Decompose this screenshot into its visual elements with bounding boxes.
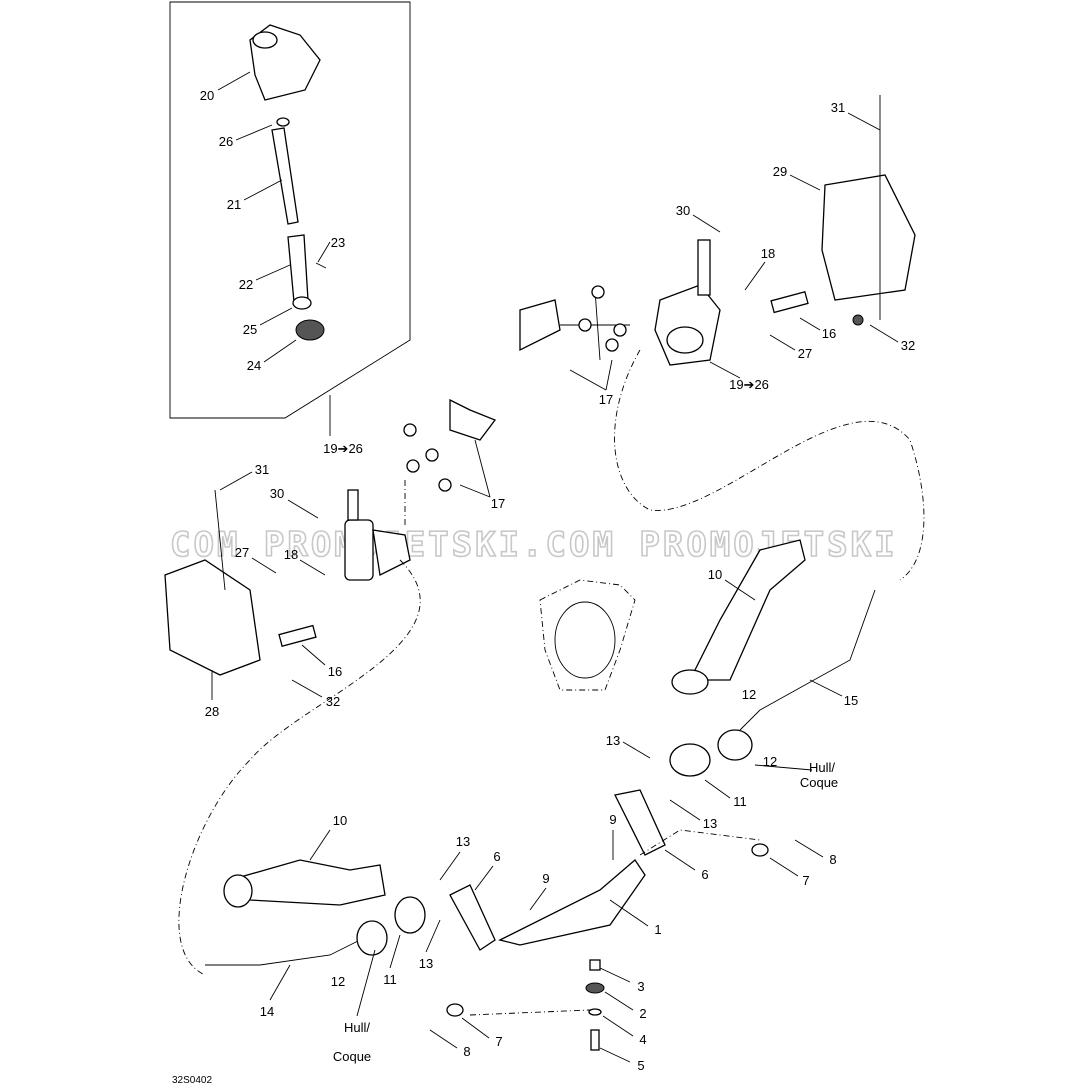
part-label: 32	[326, 694, 340, 709]
pump-housing-outline	[539, 579, 636, 691]
part-label: 5	[637, 1058, 644, 1073]
part-label: 12	[742, 687, 756, 702]
part-label: 10	[333, 813, 347, 828]
part-label: 32	[901, 338, 915, 353]
part-label: 13	[703, 816, 717, 831]
part-label: Hull/	[809, 760, 835, 775]
part-label: 13	[419, 956, 433, 971]
part-label: 7	[495, 1034, 502, 1049]
part-label: 30	[270, 486, 284, 501]
part-label: 19➔26	[729, 377, 769, 392]
part-label: 2	[639, 1006, 646, 1021]
part-label: Hull/	[344, 1020, 370, 1035]
part-label: 8	[463, 1044, 470, 1059]
part-label: Coque	[800, 775, 838, 790]
part-label: 18	[761, 246, 775, 261]
part-label: 11	[733, 794, 747, 809]
part-labels: 202621232225243129301816322719➔261719➔26…	[200, 88, 915, 1073]
part-label: 23	[331, 235, 345, 250]
part-label: 26	[219, 134, 233, 149]
part-label: 15	[844, 693, 858, 708]
part-label: 17	[599, 392, 613, 407]
part-label: 31	[831, 100, 845, 115]
part-label: 21	[227, 197, 241, 212]
part-label: 3	[637, 979, 644, 994]
part-label: 19➔26	[323, 441, 363, 456]
part-label: 9	[609, 812, 616, 827]
steering-column-parts	[249, 24, 327, 341]
part-label: 6	[493, 849, 500, 864]
part-label: 9	[542, 871, 549, 886]
part-label: 25	[243, 322, 257, 337]
part-label: 24	[247, 358, 261, 373]
part-label: 6	[701, 867, 708, 882]
part-label: 17	[491, 496, 505, 511]
part-label: 13	[456, 834, 470, 849]
part-label: Coque	[333, 1049, 371, 1064]
right-steering-assembly	[519, 95, 916, 366]
part-label: 8	[829, 852, 836, 867]
part-label: 29	[773, 164, 787, 179]
part-label: 10	[708, 567, 722, 582]
part-label: 11	[383, 972, 397, 987]
part-label: 12	[763, 754, 777, 769]
part-label: 13	[606, 733, 620, 748]
part-label: 30	[676, 203, 690, 218]
inset-frame	[169, 1, 411, 419]
part-label: 7	[802, 873, 809, 888]
part-label: 1	[654, 922, 661, 937]
part-label: 20	[200, 88, 214, 103]
part-label: 22	[239, 277, 253, 292]
part-label: 12	[331, 974, 345, 989]
exhaust-tubes	[205, 539, 876, 966]
left-steering-assembly	[164, 398, 497, 676]
steering-linkage	[356, 729, 769, 1051]
part-label: 16	[822, 326, 836, 341]
part-label: 4	[639, 1032, 646, 1047]
reference-code: 32S0402	[172, 1075, 212, 1086]
leader-lines	[211, 71, 899, 1063]
part-label: 31	[255, 462, 269, 477]
part-label: 27	[235, 545, 249, 560]
part-label: 28	[205, 704, 219, 719]
part-label: 27	[798, 346, 812, 361]
part-label: 18	[284, 547, 298, 562]
part-label: 14	[260, 1004, 274, 1019]
part-label: 16	[328, 664, 342, 679]
